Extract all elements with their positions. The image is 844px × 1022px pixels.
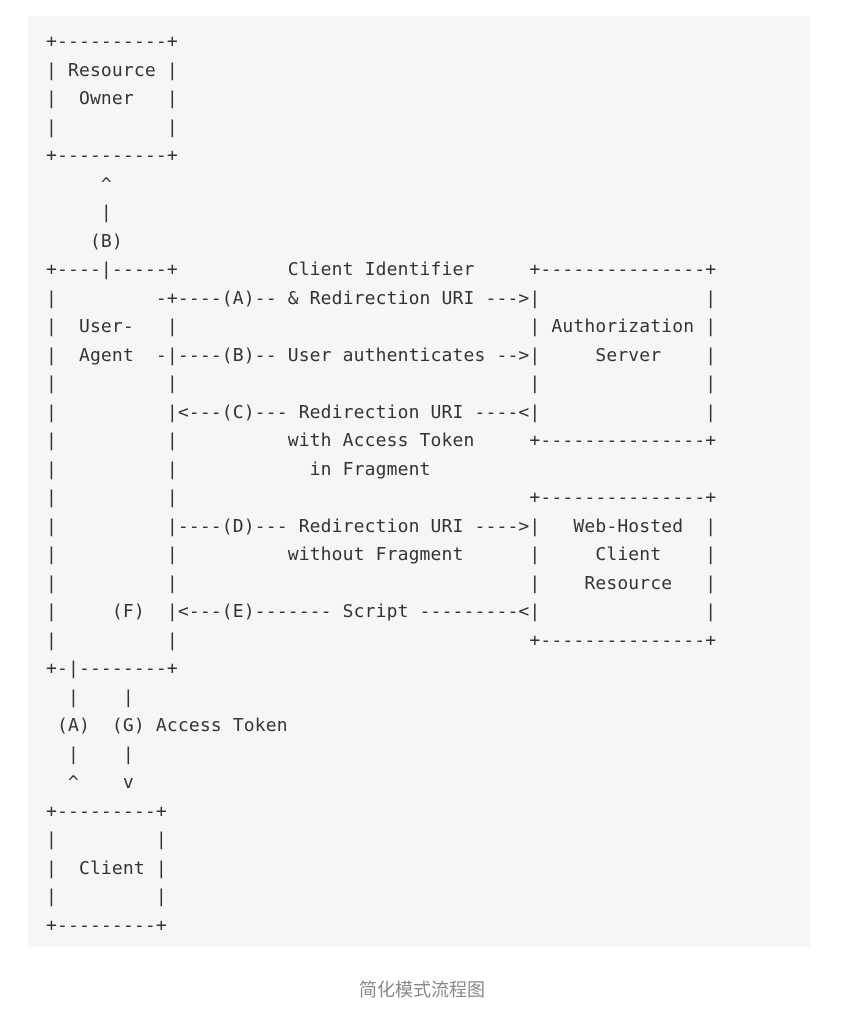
diagram-line: | (46, 202, 112, 223)
diagram-line: +----------+ (46, 145, 178, 166)
diagram-line: | | +---------------+ (46, 629, 717, 651)
diagram-line: | User- | | Authorization | (46, 316, 717, 337)
diagram-line: | |<---(C)--- Redirection URI ----<| | (46, 401, 717, 423)
diagram-line: +-|--------+ (46, 658, 178, 679)
diagram-line: +----------+ (46, 31, 178, 52)
diagram-line: +---------+ (46, 914, 167, 936)
diagram-line: | | (46, 686, 134, 708)
diagram-line: | | (46, 886, 167, 907)
diagram-line: | Resource | (46, 59, 178, 81)
diagram-line: | Agent -|----(B)-- User authenticates -… (46, 344, 717, 366)
diagram-line: ^ v (46, 772, 134, 793)
diagram-line: | | (46, 829, 167, 850)
diagram-line: | | (46, 116, 178, 138)
ascii-flow-diagram: +----------+ | Resource | | Owner | | | … (46, 28, 716, 940)
figure-caption: 简化模式流程图 (359, 980, 485, 1001)
diagram-line: | Owner | (46, 88, 178, 109)
diagram-line: | | +---------------+ (46, 487, 717, 508)
diagram-line: (B) (46, 230, 123, 252)
diagram-line: | | | | (46, 373, 717, 394)
diagram-line: | Client | (46, 857, 167, 879)
diagram-line: | | with Access Token +---------------+ (46, 430, 717, 451)
diagram-code-block (28, 16, 810, 947)
diagram-line: (A) (G) Access Token (46, 715, 288, 736)
diagram-line: | | in Fragment (46, 458, 431, 480)
diagram-line: | (F) |<---(E)------- Script ---------<|… (46, 601, 717, 622)
diagram-line: | | (46, 743, 134, 765)
diagram-line: +---------+ (46, 800, 167, 822)
diagram-line: | |----(D)--- Redirection URI ---->| Web… (46, 515, 717, 537)
diagram-line: | | without Fragment | Client | (46, 544, 717, 565)
diagram-line: | | | Resource | (46, 572, 717, 594)
diagram-line: | -+----(A)-- & Redirection URI --->| | (46, 287, 717, 309)
diagram-line: ^ (46, 173, 112, 195)
diagram-line: +----|-----+ Client Identifier +--------… (46, 259, 717, 280)
